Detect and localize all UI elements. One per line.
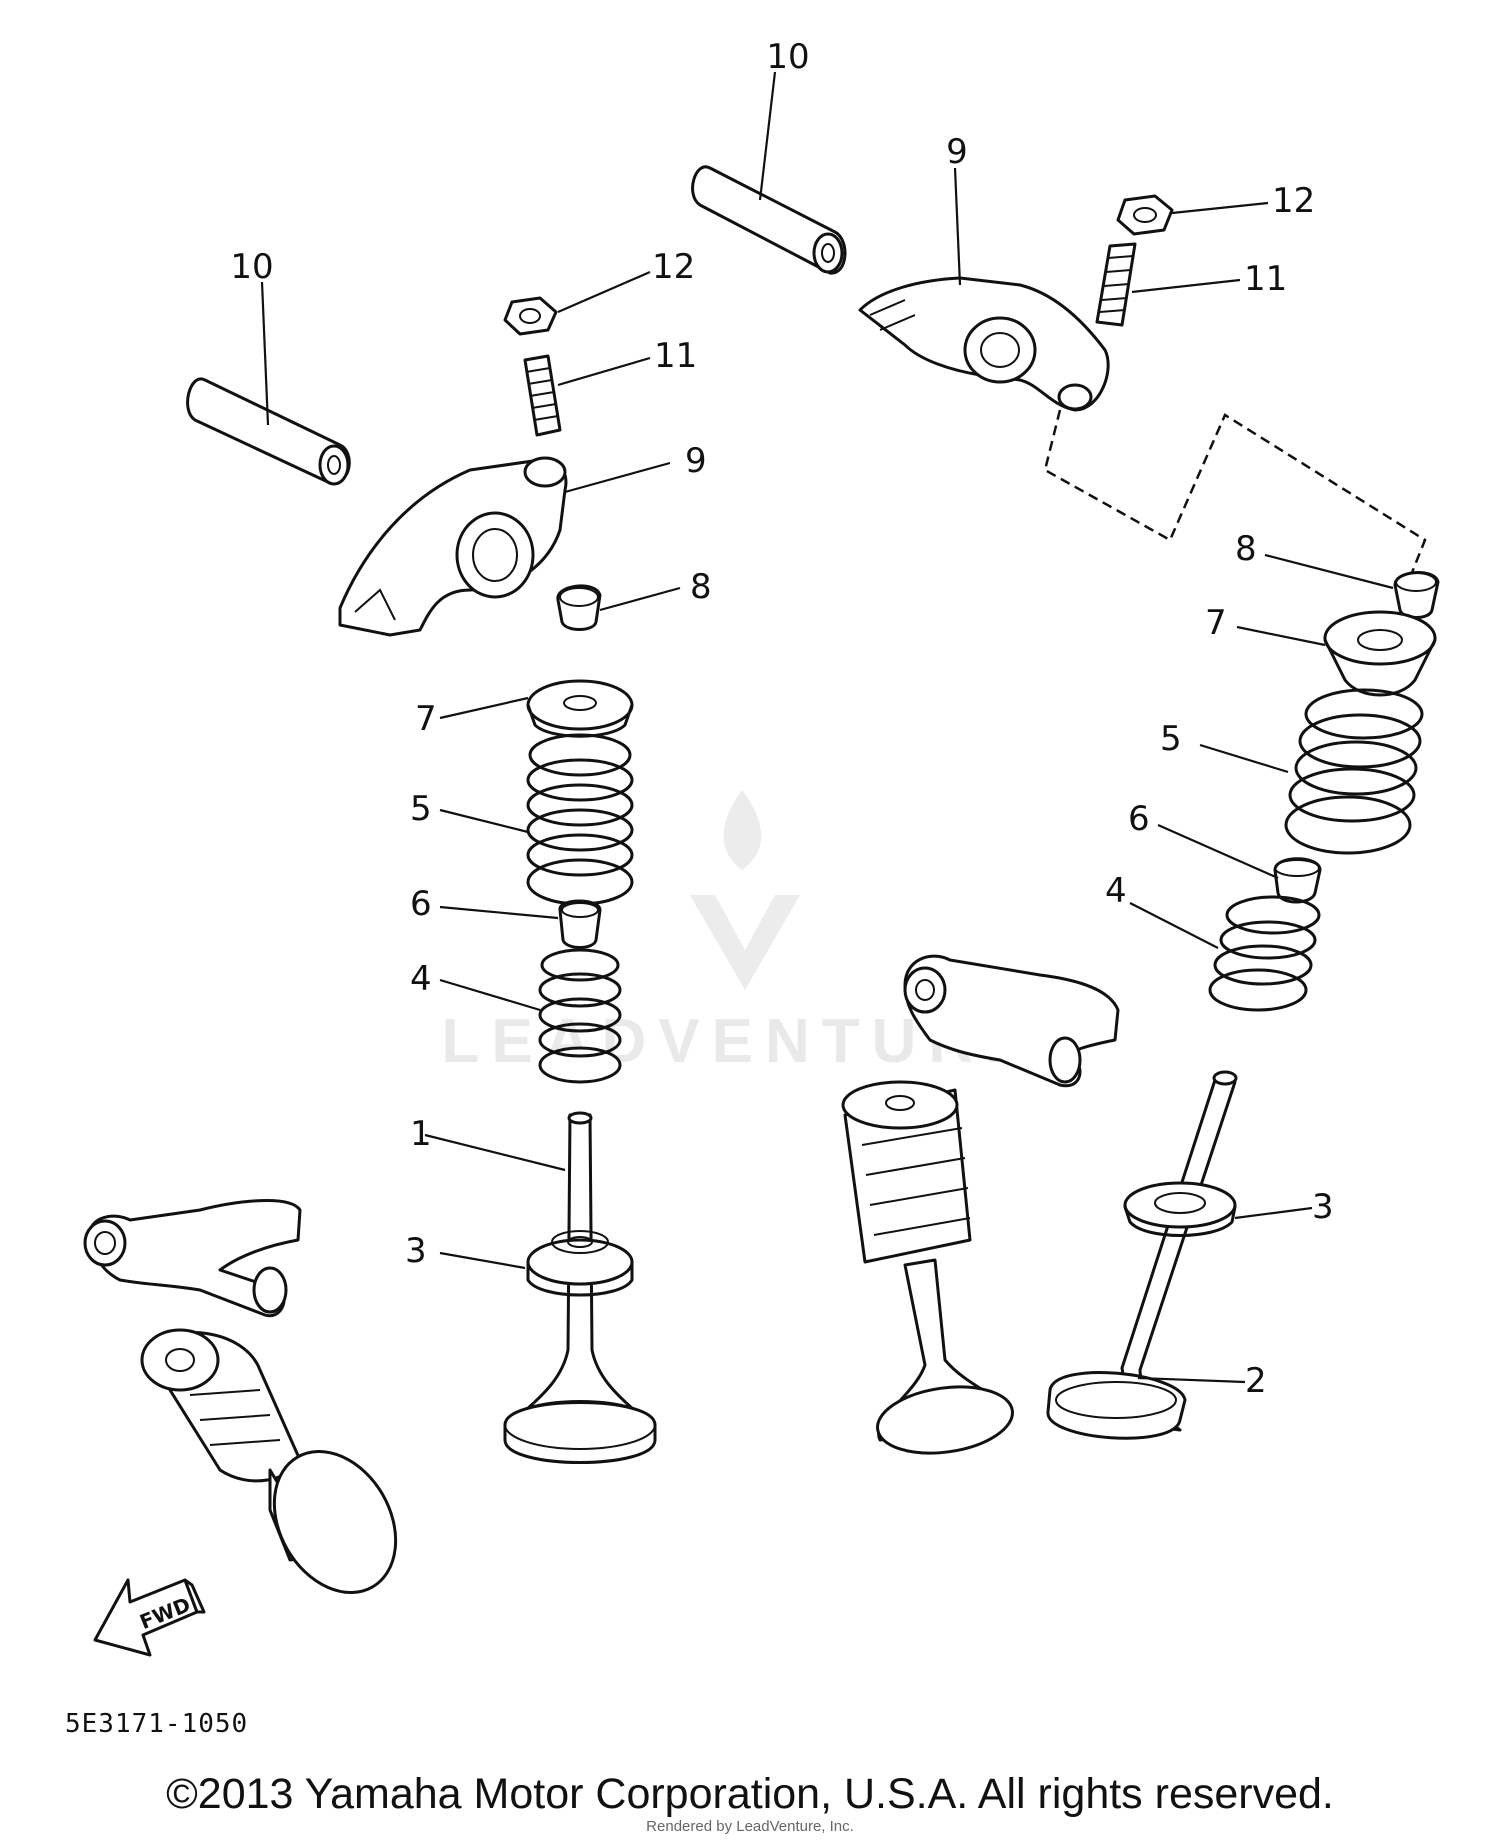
- valve-spring-seat-right: [1123, 1181, 1313, 1237]
- spring-retainer-right: [1236, 610, 1437, 697]
- outer-valve-spring-right: [1199, 688, 1424, 855]
- callout-6-right: 6: [1128, 799, 1150, 839]
- diagram-number: 5E3171-1050: [65, 1709, 248, 1739]
- callout-7-right: 7: [1205, 603, 1227, 643]
- callout-3-left: 3: [405, 1231, 427, 1271]
- callout-5-left: 5: [410, 789, 432, 829]
- callout-4-right: 4: [1105, 871, 1127, 911]
- callout-11-right: 11: [1244, 259, 1287, 299]
- rocker-shaft-right: [691, 71, 847, 275]
- spring-retainer-left: [439, 679, 634, 738]
- valve-spring-seat-left: [439, 1230, 634, 1297]
- callout-5-right: 5: [1160, 719, 1182, 759]
- rocker-shaft-left: [186, 281, 351, 486]
- assembly-bracket-line: [1043, 409, 1427, 591]
- rocker-arm-left: [338, 456, 671, 637]
- callout-6-left: 6: [410, 884, 432, 924]
- adjusting-screw-right: [1095, 242, 1241, 327]
- rendered-by-notice: Rendered by LeadVenture, Inc.: [646, 1818, 854, 1835]
- callout-12-right: 12: [1272, 181, 1315, 221]
- locknut-left: [503, 270, 651, 336]
- exhaust-valve: [1046, 1070, 1246, 1440]
- callout-2: 2: [1245, 1361, 1267, 1401]
- forward-direction-arrow: FWD: [93, 1578, 206, 1657]
- callout-10-right: 10: [766, 37, 809, 77]
- rocker-arm-right: [858, 167, 1110, 412]
- inner-valve-spring-left: [439, 948, 622, 1084]
- callout-11-left: 11: [654, 336, 697, 376]
- callout-10-left: 10: [230, 247, 273, 287]
- callout-9-left: 9: [685, 441, 707, 481]
- callout-9-right: 9: [946, 132, 968, 172]
- callout-1: 1: [410, 1114, 432, 1154]
- valve-collet-left: [556, 584, 681, 631]
- locknut-right: [1116, 194, 1269, 236]
- callout-3-right: 3: [1312, 1187, 1334, 1227]
- valve-collet-right: [1264, 553, 1440, 619]
- callout-8-right: 8: [1235, 529, 1257, 569]
- assembled-view-right: [841, 954, 1120, 1455]
- callouts: 10 10 9 9 12 12 11 11 8 8 7 7 5 5 6 6 4 …: [230, 37, 1333, 1401]
- callout-8-left: 8: [690, 567, 712, 607]
- assembled-view-left: [83, 1199, 398, 1595]
- valve-stem-seal-left: [439, 899, 602, 949]
- valve-stem-seal-right: [1157, 823, 1322, 904]
- outer-valve-spring-left: [439, 733, 634, 906]
- copyright-notice: ©2013 Yamaha Motor Corporation, U.S.A. A…: [166, 1770, 1334, 1818]
- adjusting-screw-left: [523, 354, 651, 437]
- inner-valve-spring-right: [1129, 895, 1321, 1012]
- callout-7-left: 7: [415, 699, 437, 739]
- callout-12-left: 12: [652, 247, 695, 287]
- callout-4-left: 4: [410, 959, 432, 999]
